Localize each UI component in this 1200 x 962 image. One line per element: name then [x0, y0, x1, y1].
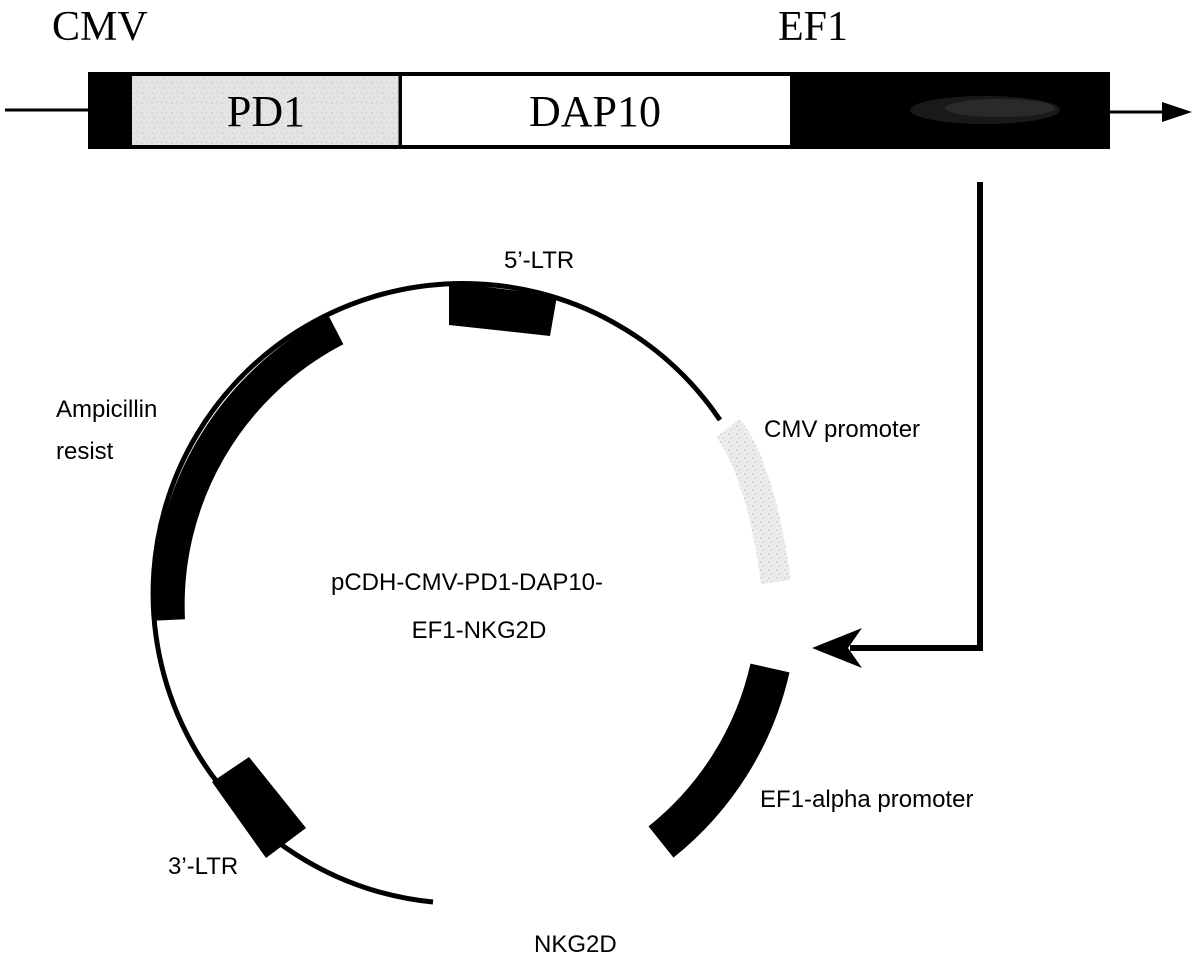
nkg2d-label: NKG2D — [534, 931, 617, 958]
plasmid-map: 5’-LTR Ampicillin resist CMV promoter pC… — [56, 247, 973, 958]
cmv-label: CMV — [52, 4, 148, 50]
dap10-label: DAP10 — [529, 87, 661, 136]
ltr5-feature — [449, 282, 557, 336]
cmv-promoter-label: CMV promoter — [764, 416, 920, 443]
pd1-segment — [132, 76, 400, 145]
plasmid-name-line1: pCDH-CMV-PD1-DAP10- — [331, 569, 603, 596]
ltr5-label: 5’-LTR — [504, 247, 574, 274]
insertion-arrowhead — [812, 628, 862, 668]
ltr3-label: 3’-LTR — [168, 853, 238, 880]
ltr3-feature — [212, 757, 306, 858]
ampicillin-feature — [152, 315, 344, 621]
dap10-segment — [402, 76, 790, 145]
ef1-alpha-feature — [648, 663, 790, 858]
linear-construct: CMV EF1 PD1 DAP10 — [5, 4, 1192, 149]
pd1-label: PD1 — [227, 87, 305, 136]
ampicillin-label-line2: resist — [56, 438, 114, 465]
plasmid-name-line2: EF1-NKG2D — [412, 617, 547, 644]
insertion-arrow-line — [850, 182, 983, 651]
insertion-arrow — [812, 182, 983, 668]
ef1-alpha-label: EF1-alpha promoter — [760, 786, 973, 813]
cmv-promoter-feature — [715, 418, 791, 585]
ampicillin-label-line1: Ampicillin — [56, 396, 157, 423]
ef1-label: EF1 — [778, 4, 848, 50]
nkg2d-block — [910, 96, 1060, 124]
construct-arrowhead — [1162, 102, 1192, 122]
